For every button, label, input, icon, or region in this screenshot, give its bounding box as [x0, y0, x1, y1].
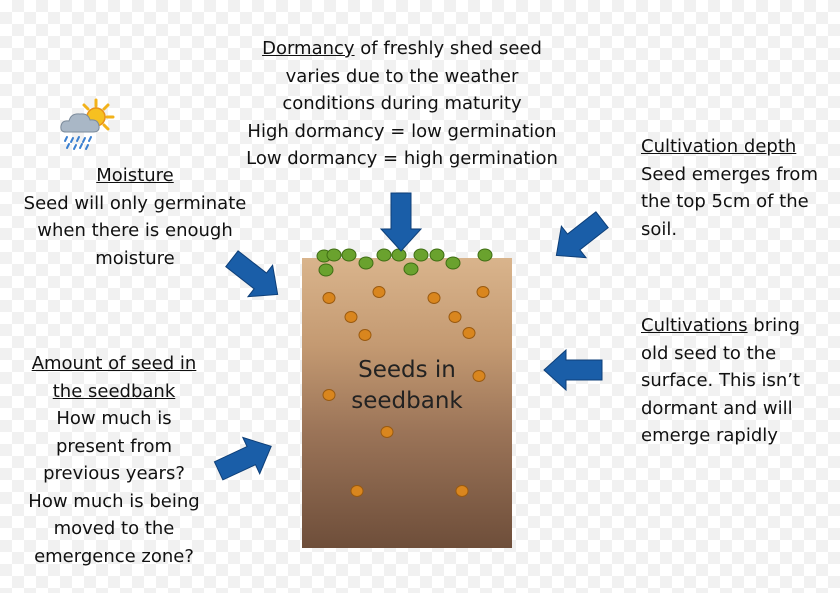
arrow-from-moisture-icon	[219, 242, 291, 311]
seedbank-line-3: previous years?	[43, 463, 185, 484]
dormancy-heading: Dormancy	[262, 38, 355, 59]
dormancy-line-4: High dormancy = low germination	[247, 120, 557, 142]
dormant-seed	[358, 329, 372, 341]
rain-drops	[64, 136, 92, 150]
dormant-seed	[476, 286, 490, 298]
moisture-heading: Moisture	[96, 165, 174, 186]
cultivations-line-1: old seed to the	[641, 342, 777, 364]
germinating-seed	[376, 248, 392, 262]
arrow-from-seedbank-icon	[209, 427, 281, 490]
cultivations-heading: Cultivations	[641, 315, 748, 336]
moisture-line-1: Seed will only germinate	[23, 192, 247, 214]
seedbank-amount-text: Amount of seed in the seedbank How much …	[14, 350, 214, 570]
germinating-seed	[413, 248, 429, 262]
germinating-seed	[403, 262, 419, 276]
cultivation-depth-line-2: the top 5cm of the	[641, 191, 809, 212]
cultivations-line-4: emerge rapidly	[641, 425, 778, 446]
cultivations-line-3: dormant and will	[641, 397, 793, 419]
cultivations-line-2: surface. This isn’t	[641, 370, 801, 391]
seedbank-line-6: emergence zone?	[34, 545, 194, 567]
dormant-seed	[472, 370, 486, 382]
soil-label: Seeds in seedbank	[302, 355, 512, 417]
germinating-seed	[318, 263, 334, 277]
dormant-seed	[427, 292, 441, 304]
arrow-from-cultivation-depth-icon	[543, 203, 615, 272]
dormant-seed	[448, 311, 462, 323]
germinating-seed	[326, 248, 342, 262]
dormant-seed	[462, 327, 476, 339]
germinating-seed	[358, 256, 374, 270]
dormancy-text: Dormancy of freshly shed seed varies due…	[222, 35, 582, 173]
dormant-seed	[322, 292, 336, 304]
soil-label-line-2: seedbank	[351, 388, 463, 414]
arrow-from-cultivations-icon	[543, 349, 603, 391]
cultivation-depth-heading: Cultivation depth	[641, 136, 797, 157]
sun-cloud-rain-icon	[60, 98, 115, 150]
dormancy-line-1: of freshly shed seed	[354, 38, 542, 59]
dormant-seeds	[322, 286, 490, 497]
dormant-seed	[322, 389, 336, 401]
soil-column	[302, 258, 512, 548]
cultivation-depth-text: Cultivation depth Seed emerges from the …	[641, 133, 836, 243]
seedbank-heading-line-1: Amount of seed in	[31, 353, 197, 374]
dormant-seed	[455, 485, 469, 497]
germinating-seed	[445, 256, 461, 270]
germinating-seed	[477, 248, 493, 262]
dormant-seed	[372, 286, 386, 298]
moisture-text: Moisture Seed will only germinate when t…	[10, 162, 260, 272]
sun-icon	[82, 98, 115, 131]
cultivations-text: Cultivations bring old seed to the surfa…	[641, 312, 836, 450]
seedbank-line-2: present from	[55, 435, 173, 457]
germinating-seeds	[316, 248, 493, 277]
moisture-line-2: when there is enough	[37, 220, 233, 241]
seedbank-line-4: How much is being	[28, 490, 200, 512]
cultivations-heading-suffix: bring	[747, 315, 800, 336]
cultivation-depth-line-3: soil.	[641, 218, 678, 240]
dormancy-line-3: conditions during maturity	[282, 93, 522, 114]
dormant-seed	[380, 426, 394, 438]
seedbank-line-5: moved to the	[53, 518, 175, 539]
cloud-icon	[60, 113, 100, 133]
moisture-line-3: moisture	[95, 247, 175, 269]
soil-label-line-1: Seeds in	[358, 357, 456, 383]
dormancy-line-5: Low dormancy = high germination	[246, 148, 558, 169]
seedbank-heading-line-2: the seedbank	[52, 380, 176, 402]
cultivation-depth-line-1: Seed emerges from	[641, 163, 818, 185]
germinating-seed	[341, 248, 357, 262]
germinating-seed	[429, 248, 445, 262]
dormancy-line-2: varies due to the weather	[285, 65, 519, 87]
dormant-seed	[350, 485, 364, 497]
down-arrow-icon	[380, 192, 422, 252]
dormant-seed	[344, 311, 358, 323]
seedbank-line-1: How much is	[56, 408, 172, 429]
